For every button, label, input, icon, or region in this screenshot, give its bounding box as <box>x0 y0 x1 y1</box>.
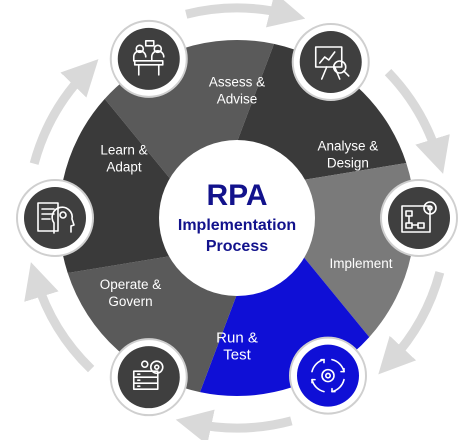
stage-label-analyse: Analyse & <box>317 139 378 154</box>
segment-operate <box>67 256 237 393</box>
stage-label-operate: Govern <box>108 294 152 309</box>
center-hub: RPA Implementation Process <box>159 140 315 296</box>
stage-label-run-test: Run & <box>216 330 258 347</box>
cycle-arrow-ring <box>24 0 450 445</box>
stage-label-assess: Advise <box>217 92 258 107</box>
center-title: RPA <box>206 179 267 212</box>
stage-label-operate: Operate & <box>100 277 162 292</box>
stage-label-learn: Adapt <box>106 159 142 174</box>
stage-label-run-test: Test <box>223 347 251 364</box>
cycle-arrow <box>24 262 95 373</box>
cycle-arrow <box>175 409 293 445</box>
cycle-arrow <box>29 59 99 165</box>
flowchart-gear-icon <box>380 179 458 257</box>
cycle-arrow <box>384 68 450 174</box>
meeting-icon <box>109 19 188 98</box>
stage-icon-nodes <box>16 19 458 417</box>
stage-label-analyse: Design <box>327 156 369 171</box>
ai-head-report-icon <box>16 179 94 257</box>
cycle-gear-icon <box>289 336 367 415</box>
stage-label-learn: Learn & <box>100 142 147 157</box>
segment-analyse <box>237 43 407 181</box>
center-line-2: Process <box>206 238 268 255</box>
cycle-arrow <box>185 0 306 28</box>
center-line-1: Implementation <box>178 217 296 234</box>
stage-label-assess: Assess & <box>209 75 265 90</box>
cycle-arrow <box>378 271 445 375</box>
chart-board-icon <box>291 22 370 101</box>
stage-label-implement: Implement <box>330 256 393 271</box>
server-gear-icon <box>109 338 188 417</box>
